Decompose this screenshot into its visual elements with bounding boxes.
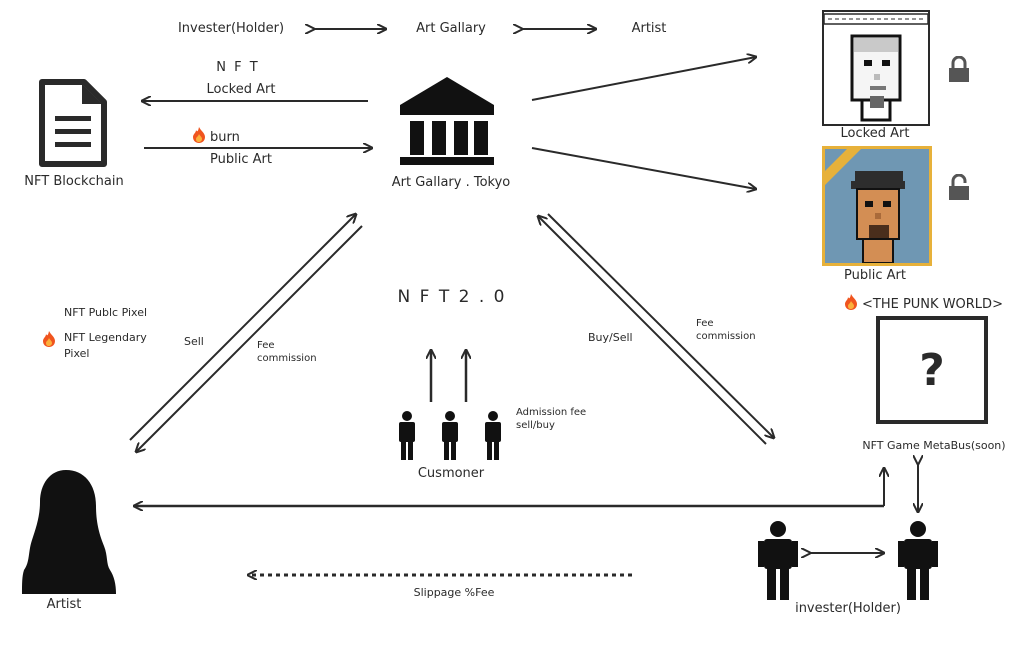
legendary-pixel-line2: Pixel	[64, 347, 90, 360]
arrow-artist-to-gallery	[129, 214, 356, 441]
public-art-frame	[822, 146, 932, 266]
left-commission-label: commission	[257, 353, 317, 364]
arrow-gallery-to-investor	[547, 213, 774, 438]
locked-art-frame	[822, 10, 930, 126]
sell-label: Sell	[184, 335, 204, 348]
customer-label: Cusmoner	[417, 466, 485, 481]
right-fee-label: Fee	[696, 318, 714, 329]
top-gallery-label: Art Gallary	[416, 21, 486, 36]
locked-punk-image	[824, 13, 928, 122]
game-mystery-box: ?	[876, 316, 988, 424]
question-mark-icon: ?	[919, 344, 945, 396]
blockchain-label: NFT Blockchain	[24, 174, 124, 189]
burn-label: burn	[192, 127, 240, 146]
top-investor-label: Invester(Holder)	[177, 21, 285, 36]
gallery-building-icon	[400, 77, 494, 165]
sell-buy-label: sell/buy	[516, 420, 555, 431]
locked-art-flow-label: Locked Art	[206, 82, 276, 97]
arrow-investor-to-gallery	[538, 216, 767, 445]
arrow-gallery-to-locked	[531, 57, 756, 101]
punk-world-text: <THE PUNK WORLD>	[862, 297, 1003, 312]
right-commission-label: commission	[696, 331, 756, 342]
nft2-title: N F T 2 . 0	[397, 287, 507, 307]
gallery-label: Art Gallary . Tokyo	[391, 175, 511, 190]
flame-icon	[845, 294, 857, 310]
arrow-gallery-to-artist	[136, 225, 363, 452]
artist-bottom-label: Artist	[46, 597, 82, 612]
public-punk-image	[825, 149, 905, 263]
admission-fee-label: Admission fee	[516, 407, 587, 418]
public-art-flow-label: Public Art	[210, 152, 272, 167]
top-artist-label: Artist	[631, 21, 667, 36]
investor-person-icon	[758, 521, 798, 600]
game-label: NFT Game MetaBus(soon)	[862, 439, 1006, 452]
customers-icon	[399, 411, 501, 460]
locked-art-label: Locked Art	[840, 126, 910, 141]
public-art-label: Public Art	[844, 268, 906, 283]
nft-letters: N F T	[216, 60, 260, 75]
slippage-label: Slippage %Fee	[413, 586, 495, 599]
public-pixel-label: NFT Publc Pixel	[64, 306, 148, 319]
buy-sell-label: Buy/Sell	[588, 331, 633, 344]
arrow-gallery-to-public	[531, 147, 756, 189]
investor-person-icon	[898, 521, 938, 600]
document-icon	[39, 79, 107, 167]
left-fee-label: Fee	[257, 340, 275, 351]
burn-text: burn	[210, 130, 240, 145]
flame-icon	[193, 127, 205, 143]
investor-bottom-label: invester(Holder)	[795, 601, 901, 616]
artist-silhouette-icon	[22, 470, 116, 594]
legendary-pixel-line1: NFT Legendary	[64, 331, 147, 344]
lock-open-icon	[949, 174, 969, 200]
flame-icon	[43, 331, 55, 347]
punk-world-label: <THE PUNK WORLD>	[844, 294, 1003, 313]
lock-closed-icon	[949, 56, 969, 82]
